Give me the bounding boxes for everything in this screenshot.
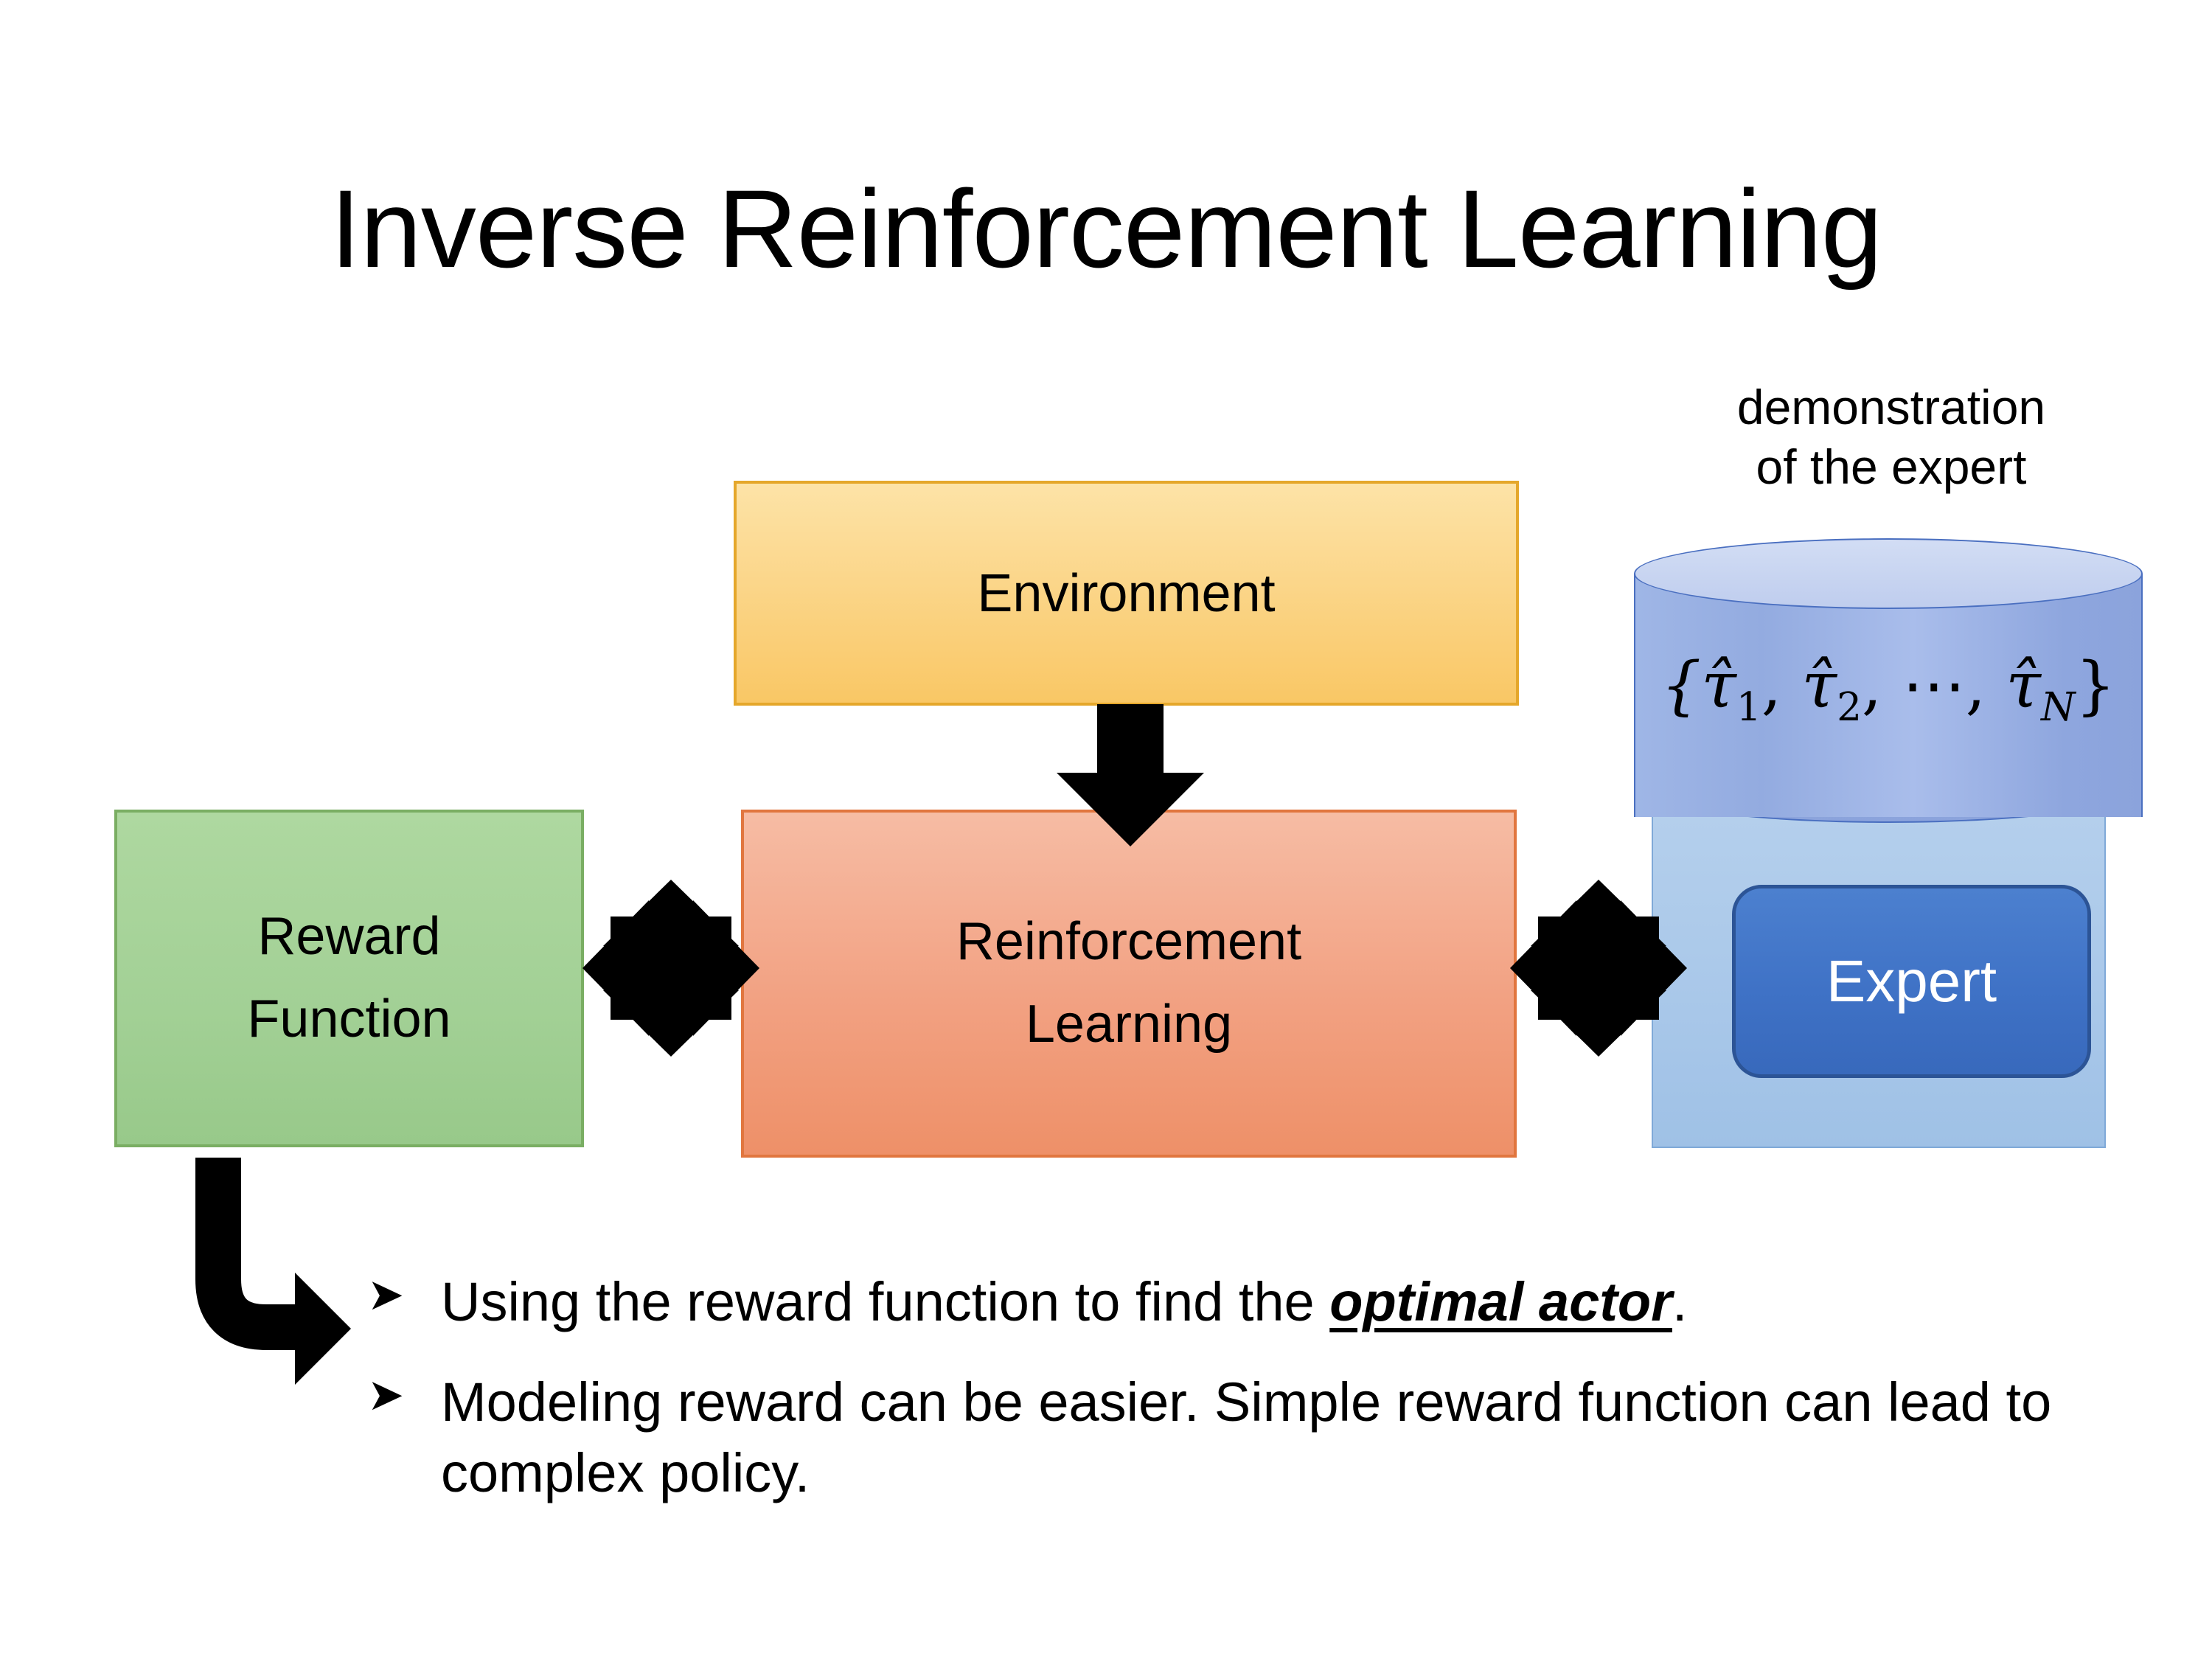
reinforcement-learning-label-line2: Learning bbox=[1025, 995, 1233, 1054]
reward-to-bullets-arrow bbox=[195, 1158, 351, 1385]
formula-tau-n-subscript: N bbox=[2040, 684, 2076, 731]
reinforcement-learning-label-line1: Reinforcement bbox=[956, 912, 1302, 972]
formula-tau-1-subscript: 1 bbox=[1736, 684, 1761, 731]
formula-close-brace: } bbox=[2075, 649, 2116, 723]
demonstration-cylinder[interactable]: {τ̂1, τ̂2, ⋯, τ̂N} bbox=[1634, 538, 2143, 848]
expert-box-label: Expert bbox=[1826, 948, 1997, 1014]
formula-tau-1: τ̂ bbox=[1701, 649, 1736, 723]
list-item: ➤ Modeling reward can be easier. Simple r… bbox=[367, 1367, 2063, 1509]
cylinder-body bbox=[1634, 574, 2143, 817]
formula-comma-2: , bbox=[1862, 649, 1902, 723]
trajectory-set-formula: {τ̂1, τ̂2, ⋯, τ̂N} bbox=[1634, 649, 2143, 730]
bullet-1-text-after: . bbox=[1672, 1271, 1688, 1332]
cylinder-top-ellipse bbox=[1634, 538, 2143, 609]
reward-function-box-label: Reward Function bbox=[247, 896, 451, 1060]
formula-comma-1: , bbox=[1761, 649, 1802, 723]
demonstration-caption-line1: demonstration bbox=[1736, 380, 2046, 434]
environment-box-label: Environment bbox=[977, 563, 1276, 623]
formula-ellipsis: ⋯ bbox=[1902, 649, 1966, 723]
formula-tau-2: τ̂ bbox=[1801, 649, 1837, 723]
reinforcement-learning-box-label: Reinforcement Learning bbox=[956, 901, 1301, 1065]
reward-to-rl-arrow bbox=[582, 880, 759, 1057]
formula-comma-3: , bbox=[1965, 649, 2006, 723]
bullet-1-text-before: Using the reward function to find the bbox=[441, 1271, 1330, 1332]
bullet-marker-icon: ➤ bbox=[367, 1270, 405, 1319]
bullet-1-emphasis: optimal actor bbox=[1329, 1271, 1672, 1332]
reward-function-label-line2: Function bbox=[247, 990, 451, 1048]
page-title: Inverse Reinforcement Learning bbox=[330, 167, 1883, 291]
formula-open-brace: { bbox=[1660, 649, 1702, 723]
bullet-2-text-before: Modeling reward can be easier. Simple re… bbox=[441, 1371, 2052, 1504]
reward-function-label-line1: Reward bbox=[257, 907, 441, 967]
expert-box[interactable]: Expert bbox=[1732, 885, 2091, 1078]
demonstration-caption: demonstration of the expert bbox=[1637, 378, 2146, 496]
bullet-marker-icon: ➤ bbox=[367, 1370, 405, 1420]
formula-tau-2-subscript: 2 bbox=[1837, 684, 1863, 731]
environment-box[interactable]: Environment bbox=[734, 481, 1519, 706]
bullet-list: ➤ Using the reward function to find the o… bbox=[367, 1267, 2063, 1539]
demonstration-caption-line2: of the expert bbox=[1756, 439, 2027, 494]
formula-tau-n: τ̂ bbox=[2006, 649, 2041, 723]
reward-function-box[interactable]: Reward Function bbox=[114, 810, 584, 1147]
reinforcement-learning-box[interactable]: Reinforcement Learning bbox=[741, 810, 1517, 1158]
list-item: ➤ Using the reward function to find the o… bbox=[367, 1267, 2063, 1338]
